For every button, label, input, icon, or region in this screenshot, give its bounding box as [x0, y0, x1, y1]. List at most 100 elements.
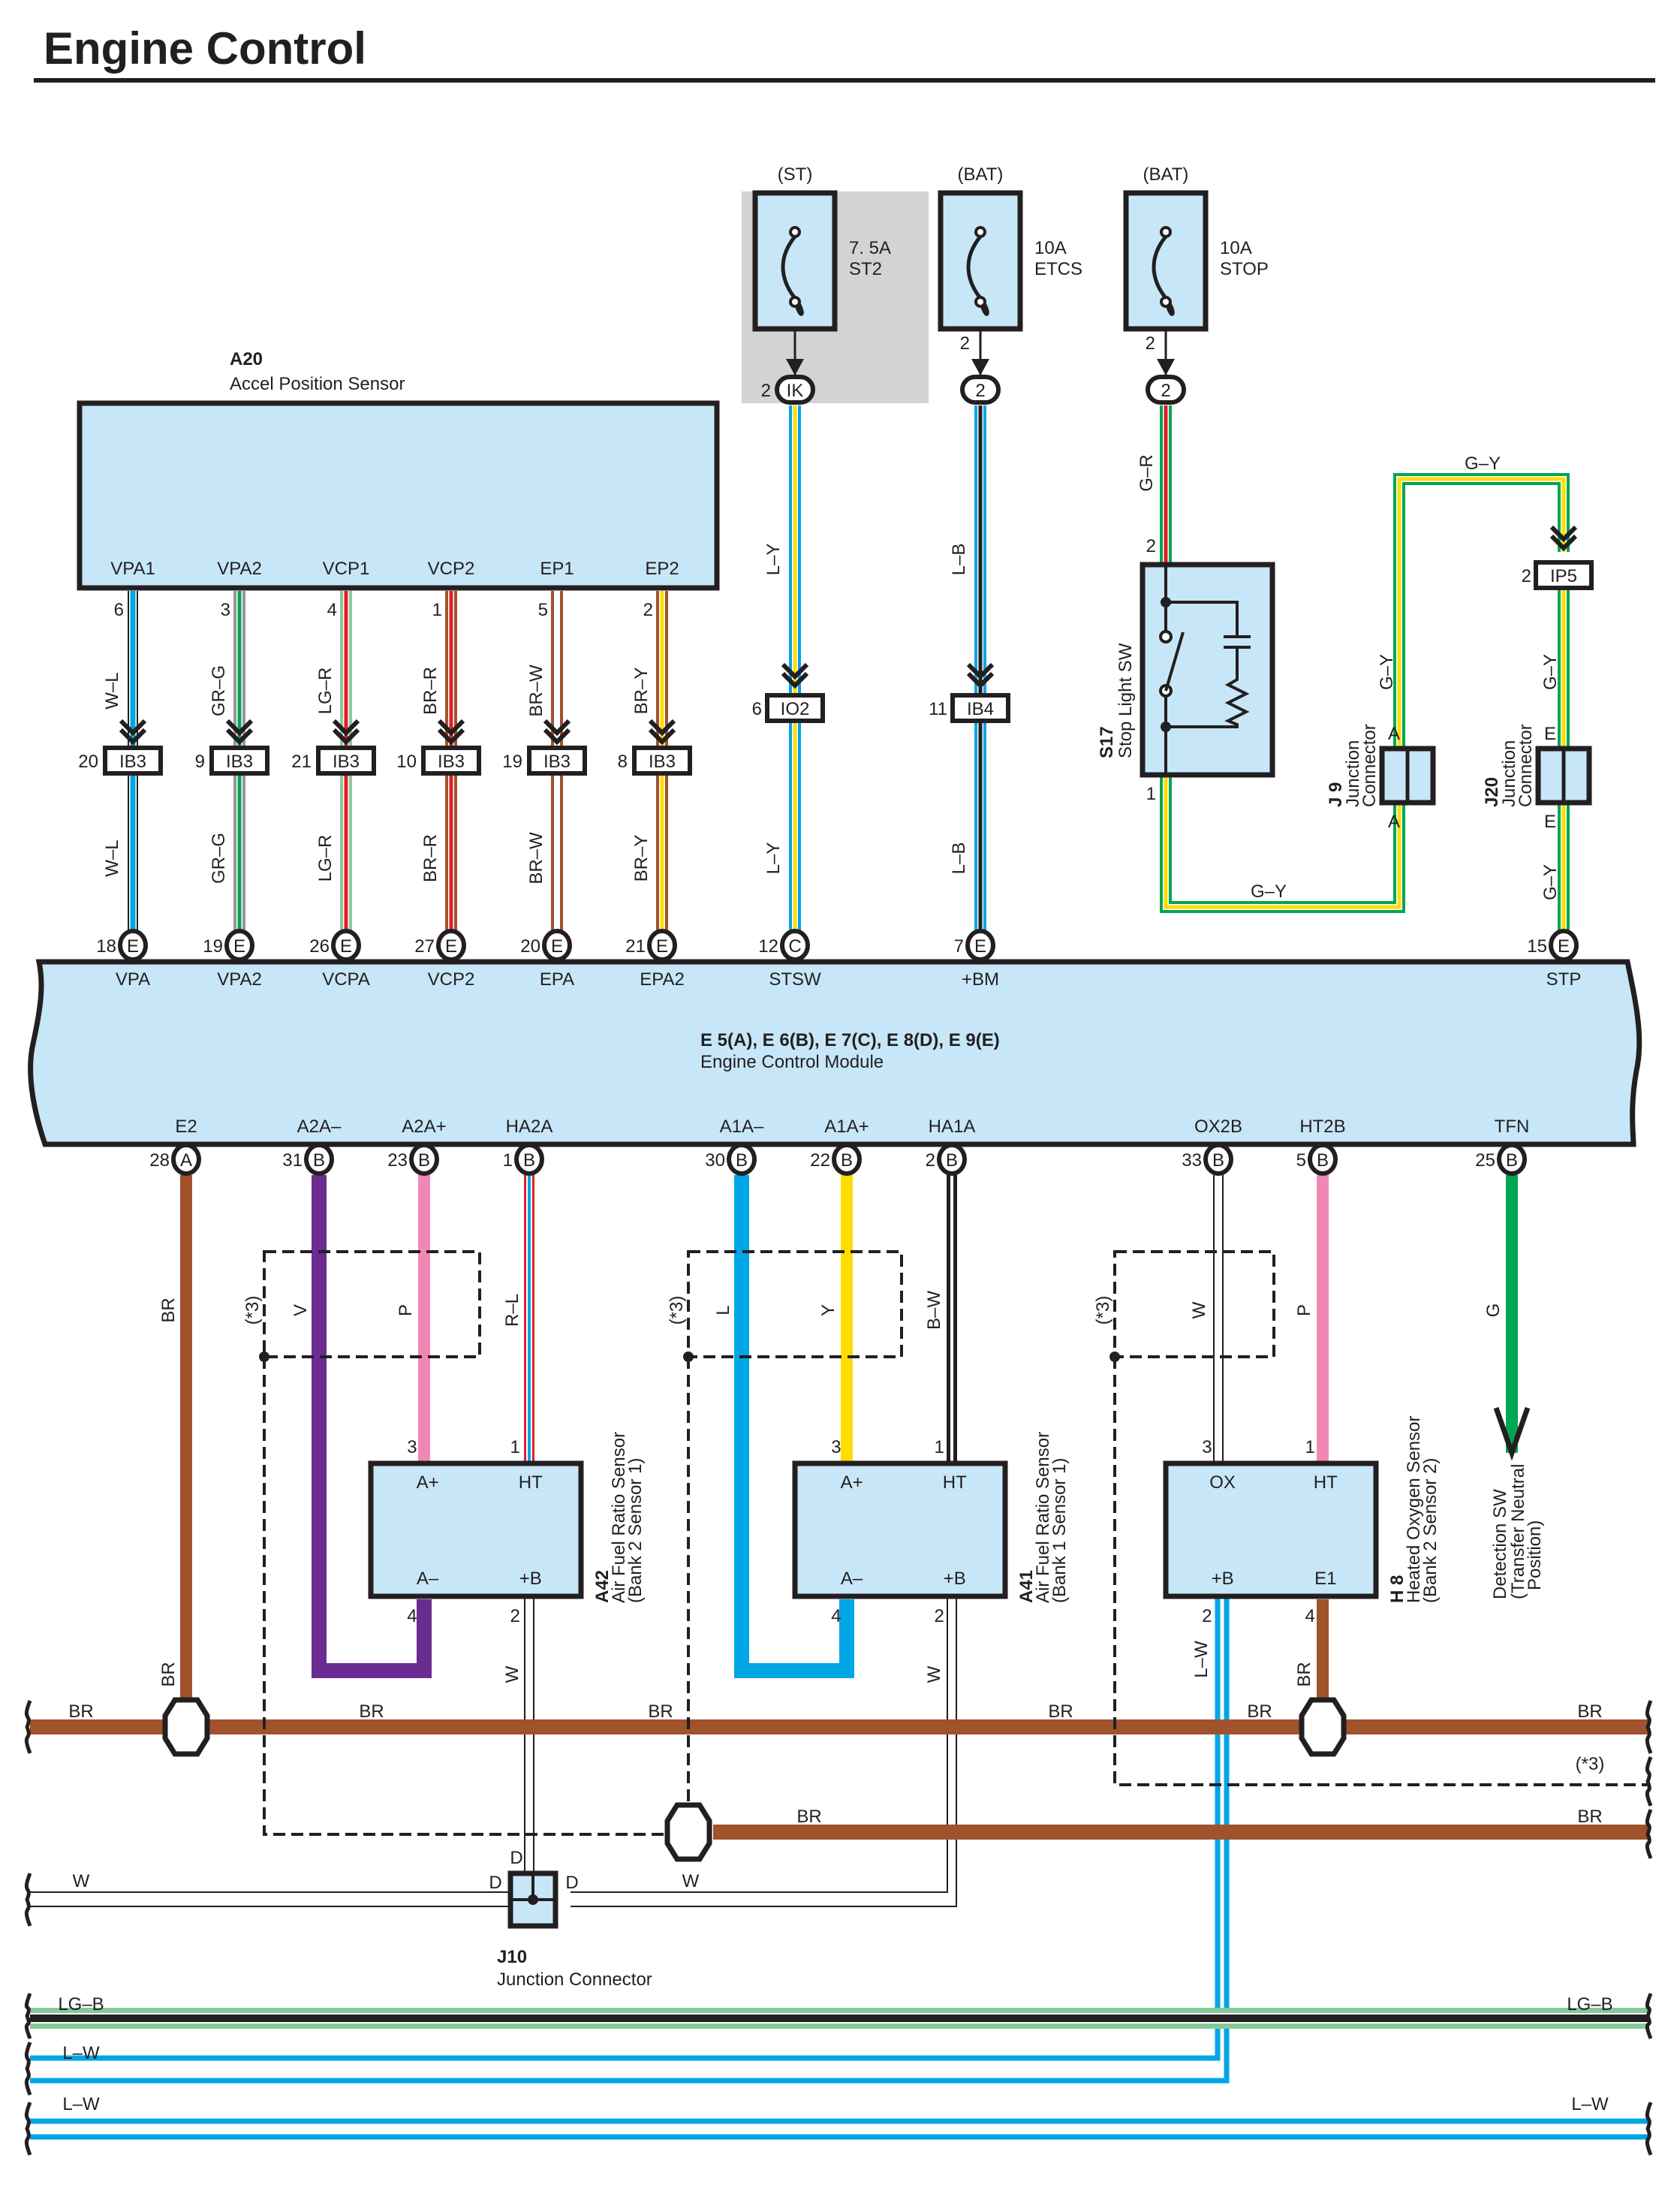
ecm-terminal: HA2A — [506, 1117, 553, 1137]
ecm-terminal: A1A– — [720, 1117, 764, 1137]
double-arrow-icon — [781, 662, 809, 689]
a41-name: Air Fuel Ratio Sensor — [1033, 1432, 1053, 1603]
ib3-pin-number: 19 — [502, 752, 522, 772]
j20-name: Junction — [1499, 740, 1519, 807]
h8-sub: (Bank 2 Sensor 2) — [1420, 1458, 1441, 1603]
fuse-STOP — [1123, 190, 1209, 332]
wire-color-label: BR–W — [526, 665, 546, 717]
pin-number: 19 — [203, 936, 223, 957]
shield-note: (*3) — [1576, 1754, 1605, 1774]
junction-pin: D — [489, 1873, 501, 1893]
bus-label: L–W — [62, 2094, 100, 2114]
ib3-pin-number: 8 — [618, 752, 628, 772]
a20-terminal: VPA1 — [110, 559, 155, 579]
ecm-top-pin — [118, 929, 148, 962]
ecm-terminal: A1A+ — [824, 1117, 869, 1137]
fuse-terminal — [789, 226, 801, 238]
connector-letter: B — [523, 1150, 535, 1171]
pin-number: 18 — [96, 936, 116, 957]
ecm-terminal: OX2B — [1194, 1117, 1242, 1137]
wire-color-label: W–L — [102, 672, 122, 709]
wire-color-label: G–Y — [1540, 654, 1561, 690]
fuse-connector — [960, 375, 1001, 405]
pin-number: 12 — [758, 936, 778, 957]
bus-label: BR — [359, 1701, 384, 1722]
pin-number: 1 — [934, 1437, 944, 1457]
arrow-icon — [786, 359, 804, 375]
detection-sw-name: (Transfer Neutral — [1508, 1464, 1528, 1600]
ik-connector — [775, 375, 815, 405]
wire-color-label: W — [502, 1665, 522, 1683]
wire-color-label: L–Y — [763, 544, 784, 576]
ip5-connector — [1534, 560, 1594, 590]
ecm-terminal: HA1A — [929, 1117, 976, 1137]
wire-break-icon — [1645, 1756, 1653, 1807]
switch-gap — [1160, 638, 1175, 692]
wire-color-label: G–Y — [1540, 864, 1561, 900]
a41-air-fuel-ratio-sensor — [792, 1460, 1008, 1599]
ecm-top-pin — [331, 929, 361, 962]
ib3-connector — [103, 746, 163, 776]
pin-number: 2 — [1522, 566, 1531, 586]
wire-color-label: BR–Y — [631, 668, 652, 715]
ecm-bottom-pin — [1308, 1143, 1338, 1176]
title-rule — [34, 78, 1655, 83]
j20-name: Connector — [1516, 724, 1536, 807]
sensor-terminal: HT — [1314, 1472, 1338, 1493]
ground-splice-icon — [664, 1802, 712, 1862]
pin-number: 21 — [625, 936, 646, 957]
wire-color-label: BR–R — [420, 667, 441, 715]
fuse-name: ST2 — [849, 259, 882, 279]
ground-splice-icon — [1299, 1697, 1347, 1757]
shield-box — [687, 1250, 903, 1358]
fuse-name: STOP — [1220, 259, 1269, 279]
ecm-top-pin — [436, 929, 466, 962]
shield-drain-line — [263, 1357, 667, 1836]
fuse-rating: 7. 5A — [849, 238, 891, 258]
ik-label: IK — [787, 381, 804, 401]
pin-number: 31 — [282, 1150, 303, 1171]
pin-number: 3 — [221, 600, 230, 620]
pin-number: 2 — [934, 1606, 944, 1626]
j20-code: J20 — [1482, 777, 1502, 807]
ecm-terminal: VCP2 — [428, 969, 475, 990]
pin-number: 22 — [810, 1150, 830, 1171]
wire-color-label: V — [291, 1304, 311, 1316]
wire-color-label: BR — [1294, 1662, 1314, 1686]
connector-code: IB3 — [226, 752, 253, 772]
junction-dot — [1161, 722, 1171, 732]
ecm-top-pin — [647, 929, 677, 962]
pin-number: 33 — [1182, 1150, 1202, 1171]
h8-code: H 8 — [1387, 1575, 1408, 1603]
switch-contact — [1159, 630, 1173, 643]
connector-code: IO2 — [781, 699, 810, 719]
wire-color-label: P — [396, 1304, 416, 1316]
wire-break-icon — [1645, 1700, 1653, 1754]
sensor-terminal: A– — [841, 1569, 863, 1589]
double-arrow-icon — [225, 719, 254, 746]
bus-label: BR — [1577, 1701, 1602, 1722]
double-arrow-icon — [966, 662, 995, 689]
sensor-terminal: +B — [519, 1569, 542, 1589]
a20-name: Accel Position Sensor — [230, 374, 405, 394]
shield-note: (*3) — [667, 1296, 687, 1325]
fuse-terminal — [1160, 226, 1172, 238]
a42-code: A42 — [592, 1570, 613, 1603]
wire-break-icon — [24, 2042, 32, 2096]
wire-color-label: G–R — [1137, 454, 1157, 491]
ib3-connector — [316, 746, 376, 776]
capacitor-resistor-icon — [1166, 601, 1251, 728]
wire-V — [312, 1175, 432, 1678]
connector-letter: E — [127, 936, 139, 957]
ecm-terminal: A2A– — [297, 1117, 342, 1137]
j10-name: Junction Connector — [497, 1969, 652, 1990]
pin-number: 2 — [1202, 1606, 1212, 1626]
ib3-pin-number: 9 — [195, 752, 205, 772]
ib4-connector — [950, 693, 1010, 723]
wire-color-label: BR — [158, 1297, 179, 1322]
double-arrow-icon — [437, 719, 465, 746]
ecm-bottom-pin — [937, 1143, 967, 1176]
bus-label: BR — [1048, 1701, 1073, 1722]
ecm-terminal: EPA2 — [640, 969, 685, 990]
